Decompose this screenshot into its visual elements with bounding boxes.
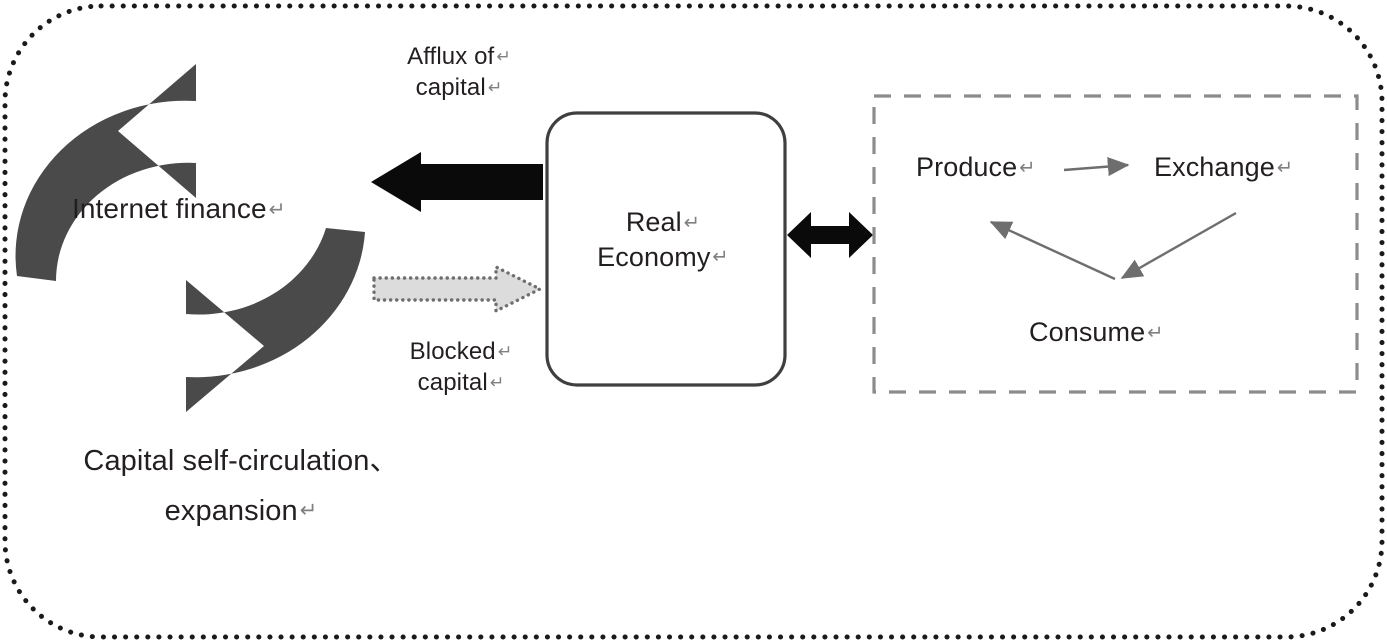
pilcrow-mark: ↵ (299, 499, 318, 523)
economic-cycle-dashed-box (872, 94, 1359, 394)
real-economy-line-2: Economy↵ (597, 241, 729, 272)
blocked-capital-label: Blocked↵ capital↵ (390, 337, 532, 398)
pilcrow-mark: ↵ (496, 45, 511, 66)
caption-line-1: Capital self-circulation、 (83, 445, 399, 477)
pilcrow-mark: ↵ (487, 76, 503, 97)
internet-finance-cycle-ring (15, 64, 365, 412)
internet-finance-label: Internet finance↵ (72, 193, 286, 224)
real-economy-to-cycle-double-arrow (787, 212, 873, 258)
afflux-line-2: capital↵ (415, 73, 503, 101)
pilcrow-mark: ↵ (489, 371, 505, 392)
node-produce: Produce↵ (916, 152, 1036, 182)
pilcrow-mark: ↵ (712, 246, 729, 269)
edge-exchange-consume (1120, 211, 1237, 280)
afflux-of-capital-arrow (371, 152, 543, 212)
caption-line-2: expansion↵ (164, 494, 318, 527)
blocked-line-2: capital↵ (417, 368, 505, 396)
capital-self-circulation-caption: Capital self-circulation、 expansion↵ (46, 437, 436, 537)
real-economy-line-1: Real↵ (625, 207, 701, 237)
real-economy-box (545, 111, 787, 387)
afflux-line-1: Afflux of↵ (407, 43, 511, 70)
edge-produce-exchange (1063, 156, 1130, 177)
node-consume: Consume↵ (1029, 317, 1164, 347)
pilcrow-mark: ↵ (1147, 321, 1164, 344)
pilcrow-mark: ↵ (1276, 156, 1294, 179)
outer-dotted-frame (2, 3, 1385, 640)
blocked-capital-arrow (372, 264, 544, 314)
blocked-line-1: Blocked↵ (409, 338, 513, 365)
pilcrow-mark: ↵ (683, 211, 701, 234)
pilcrow-mark: ↵ (1019, 156, 1036, 179)
afflux-of-capital-label: Afflux of↵ capital↵ (389, 42, 529, 103)
node-exchange: Exchange↵ (1154, 152, 1294, 182)
pilcrow-mark: ↵ (268, 198, 286, 221)
edge-consume-produce (989, 220, 1116, 281)
real-economy-label: Real↵ Economy↵ (563, 205, 763, 274)
pilcrow-mark: ↵ (497, 340, 513, 361)
